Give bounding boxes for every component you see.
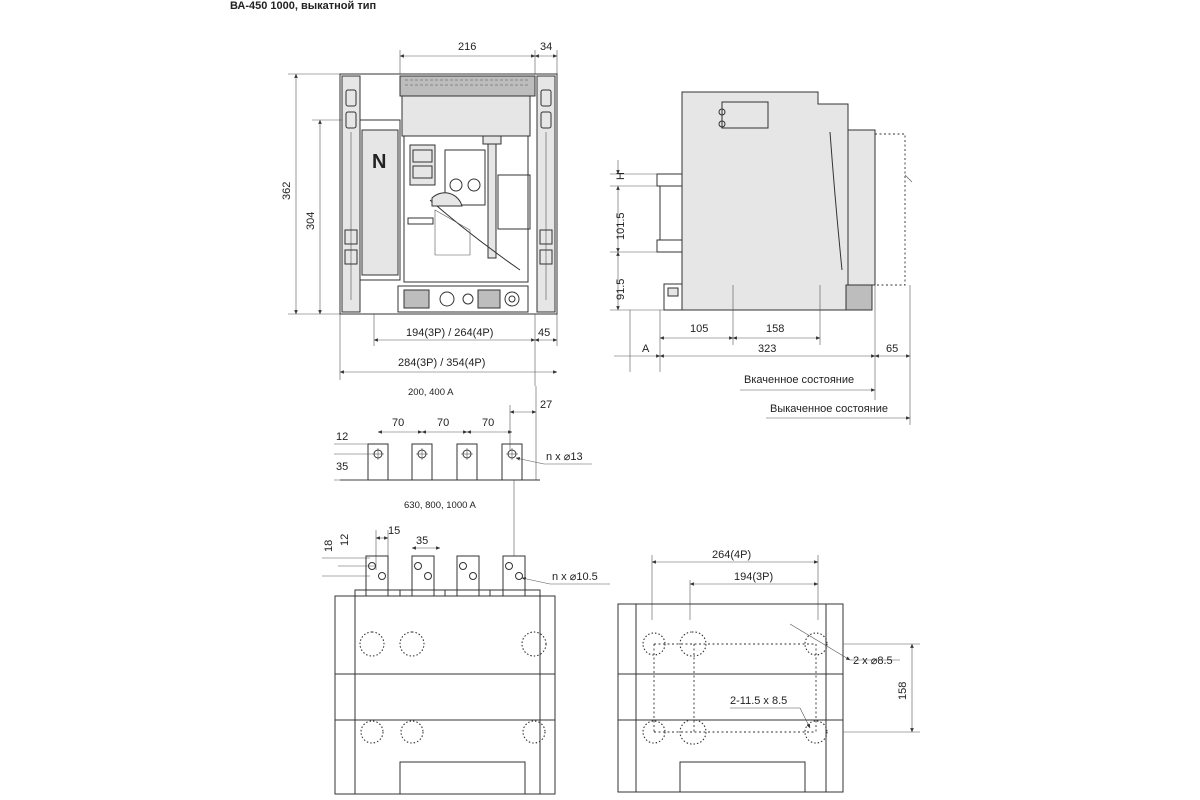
mounting-view: 264(4P) 194(3P) 2 x ⌀8.5 2-11.5 x 8.5 <box>617 549 920 793</box>
dim-35-large: 35 <box>416 535 428 547</box>
dim-323: 323 <box>758 343 776 355</box>
side-view: H 101.5 91.5 105 158 A 323 65 Вкаченное … <box>610 91 913 425</box>
dim-70-c: 70 <box>482 417 494 429</box>
dim-194-3p: 194(3P) <box>734 571 773 583</box>
dim-12-large: 12 <box>339 534 351 546</box>
nameplate-letter: N <box>372 151 386 173</box>
drawing-title: ВА-450 1000, выкатной тип <box>230 0 376 12</box>
caption-630-1000: 630, 800, 1000 A <box>404 500 477 511</box>
dim-65: 65 <box>886 343 898 355</box>
dim-18: 18 <box>323 540 335 552</box>
label-racked-in: Вкаченное состояние <box>744 374 854 386</box>
dim-12-small: 12 <box>336 431 348 443</box>
slot-label: 2-11.5 x 8.5 <box>730 695 787 707</box>
terminals-small: 200, 400 A 27 70 70 70 12 <box>334 386 592 481</box>
dim-15: 15 <box>388 525 400 537</box>
dim-h: H <box>615 172 627 180</box>
dim-158: 158 <box>766 323 784 335</box>
dim-91-5: 91.5 <box>615 279 627 300</box>
vent-slots <box>405 79 530 86</box>
label-racked-out: Выкаченное состояние <box>770 403 888 415</box>
caption-200-400: 200, 400 A <box>408 387 454 398</box>
dim-216: 216 <box>458 41 476 53</box>
dim-70-a: 70 <box>392 417 404 429</box>
hole-label-13: n x ⌀13 <box>546 451 583 463</box>
dim-284-354: 284(3P) / 354(4P) <box>398 357 485 369</box>
dim-45: 45 <box>538 327 550 339</box>
terminals-large: 630, 800, 1000 A 18 12 15 35 n x ⌀10.5 <box>322 480 610 795</box>
dim-70-b: 70 <box>437 417 449 429</box>
dim-27: 27 <box>540 399 552 411</box>
dim-158-mount: 158 <box>897 682 909 700</box>
dim-264-4p: 264(4P) <box>712 549 751 561</box>
front-view: 216 34 362 304 N <box>281 41 558 386</box>
hole-label-10-5: n x ⌀10.5 <box>552 571 598 583</box>
dim-304: 304 <box>305 212 317 230</box>
dim-35-small: 35 <box>336 461 348 473</box>
dim-194-264: 194(3P) / 264(4P) <box>406 327 493 339</box>
dim-a: A <box>642 343 650 355</box>
dim-34: 34 <box>540 41 552 53</box>
dim-105: 105 <box>690 323 708 335</box>
dim-362: 362 <box>281 182 293 200</box>
hole-label-8-5: 2 x ⌀8.5 <box>853 655 893 667</box>
dim-101-5: 101.5 <box>615 212 627 240</box>
